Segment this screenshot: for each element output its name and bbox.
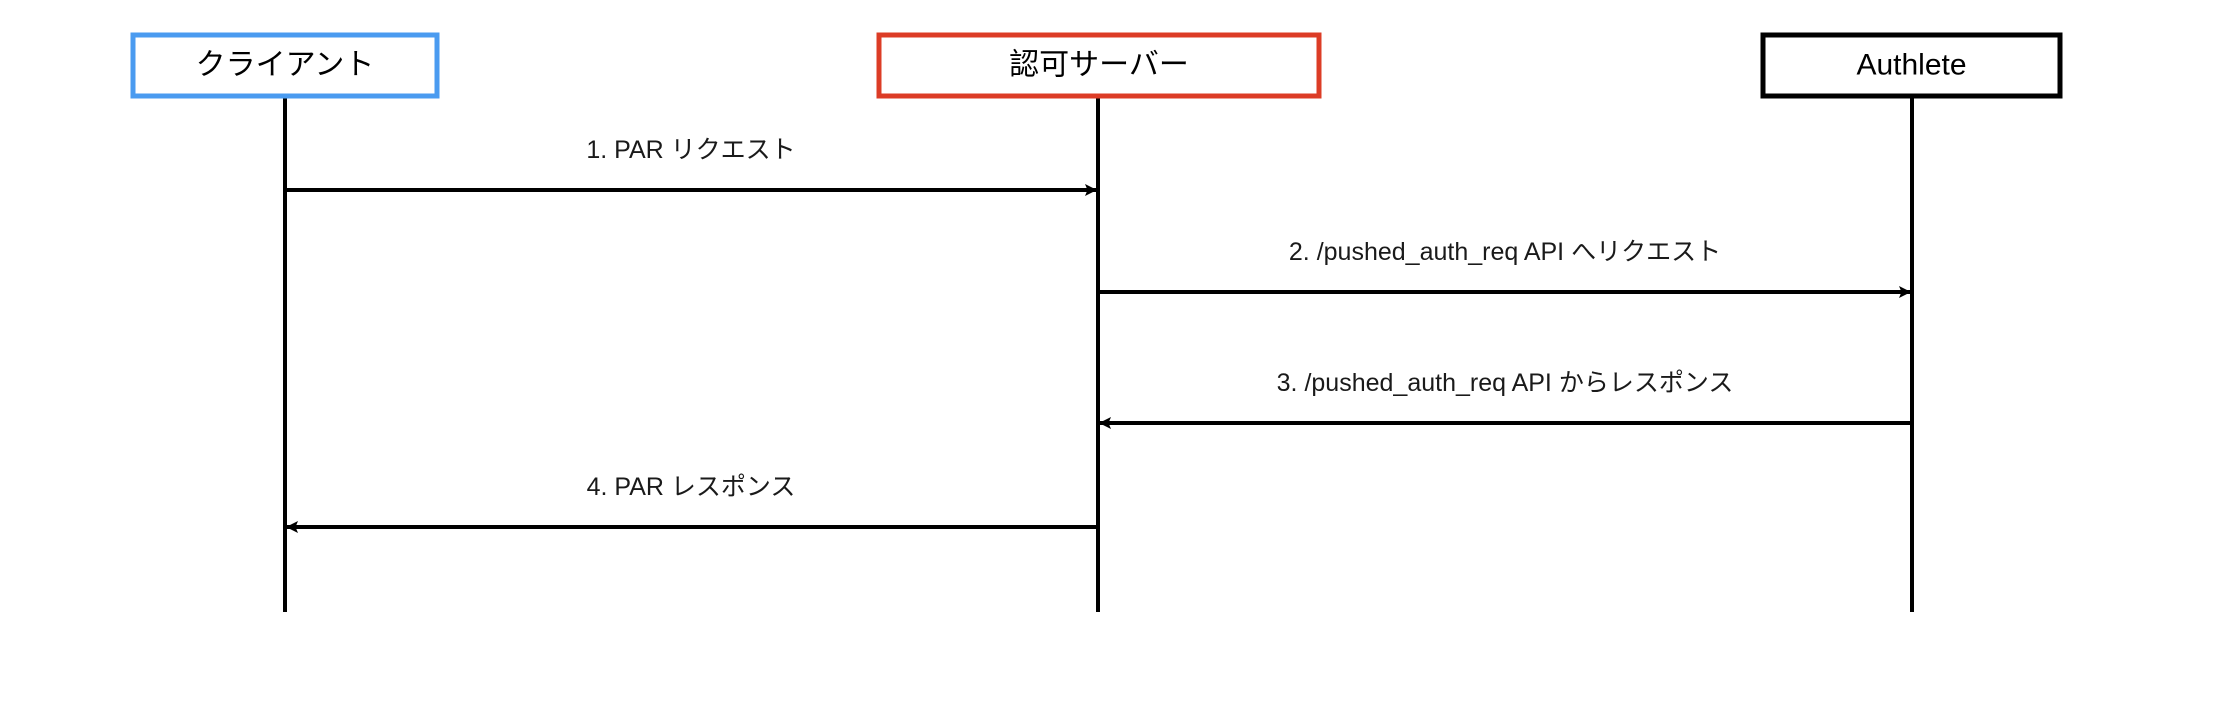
lifelines-group [283,96,1914,612]
message-label-msg-4: 4. PAR レスポンス [587,473,796,501]
participant-label-authorization-server: 認可サーバー [1009,48,1189,81]
participant-boxes-group: クライアント 認可サーバー Authlete [130,32,2063,99]
message-msg-1[interactable]: 1. PAR リクエスト [285,136,1097,196]
participant-box-border-authorization-server [876,32,1322,99]
message-msg-3[interactable]: 3. /pushed_auth_req API からレスポンス [1099,369,1912,429]
message-msg-4[interactable]: 4. PAR レスポンス [286,473,1098,533]
participant-box-authlete[interactable]: Authlete [1760,32,2063,99]
participant-label-authlete: Authlete [1856,48,1966,81]
message-label-msg-2: 2. /pushed_auth_req API へリクエスト [1289,238,1721,266]
participant-box-border-authlete [1760,32,2063,99]
participant-box-border-client [130,32,440,99]
message-msg-2[interactable]: 2. /pushed_auth_req API へリクエスト [1098,238,1911,298]
participant-box-client[interactable]: クライアント [130,32,440,99]
message-label-msg-3: 3. /pushed_auth_req API からレスポンス [1277,369,1734,397]
messages-group: 1. PAR リクエスト 2. /pushed_auth_req API へリクエ… [285,136,1912,533]
participant-label-client: クライアント [196,48,375,81]
participant-box-authorization-server[interactable]: 認可サーバー [876,32,1322,99]
message-label-msg-1: 1. PAR リクエスト [586,136,795,164]
